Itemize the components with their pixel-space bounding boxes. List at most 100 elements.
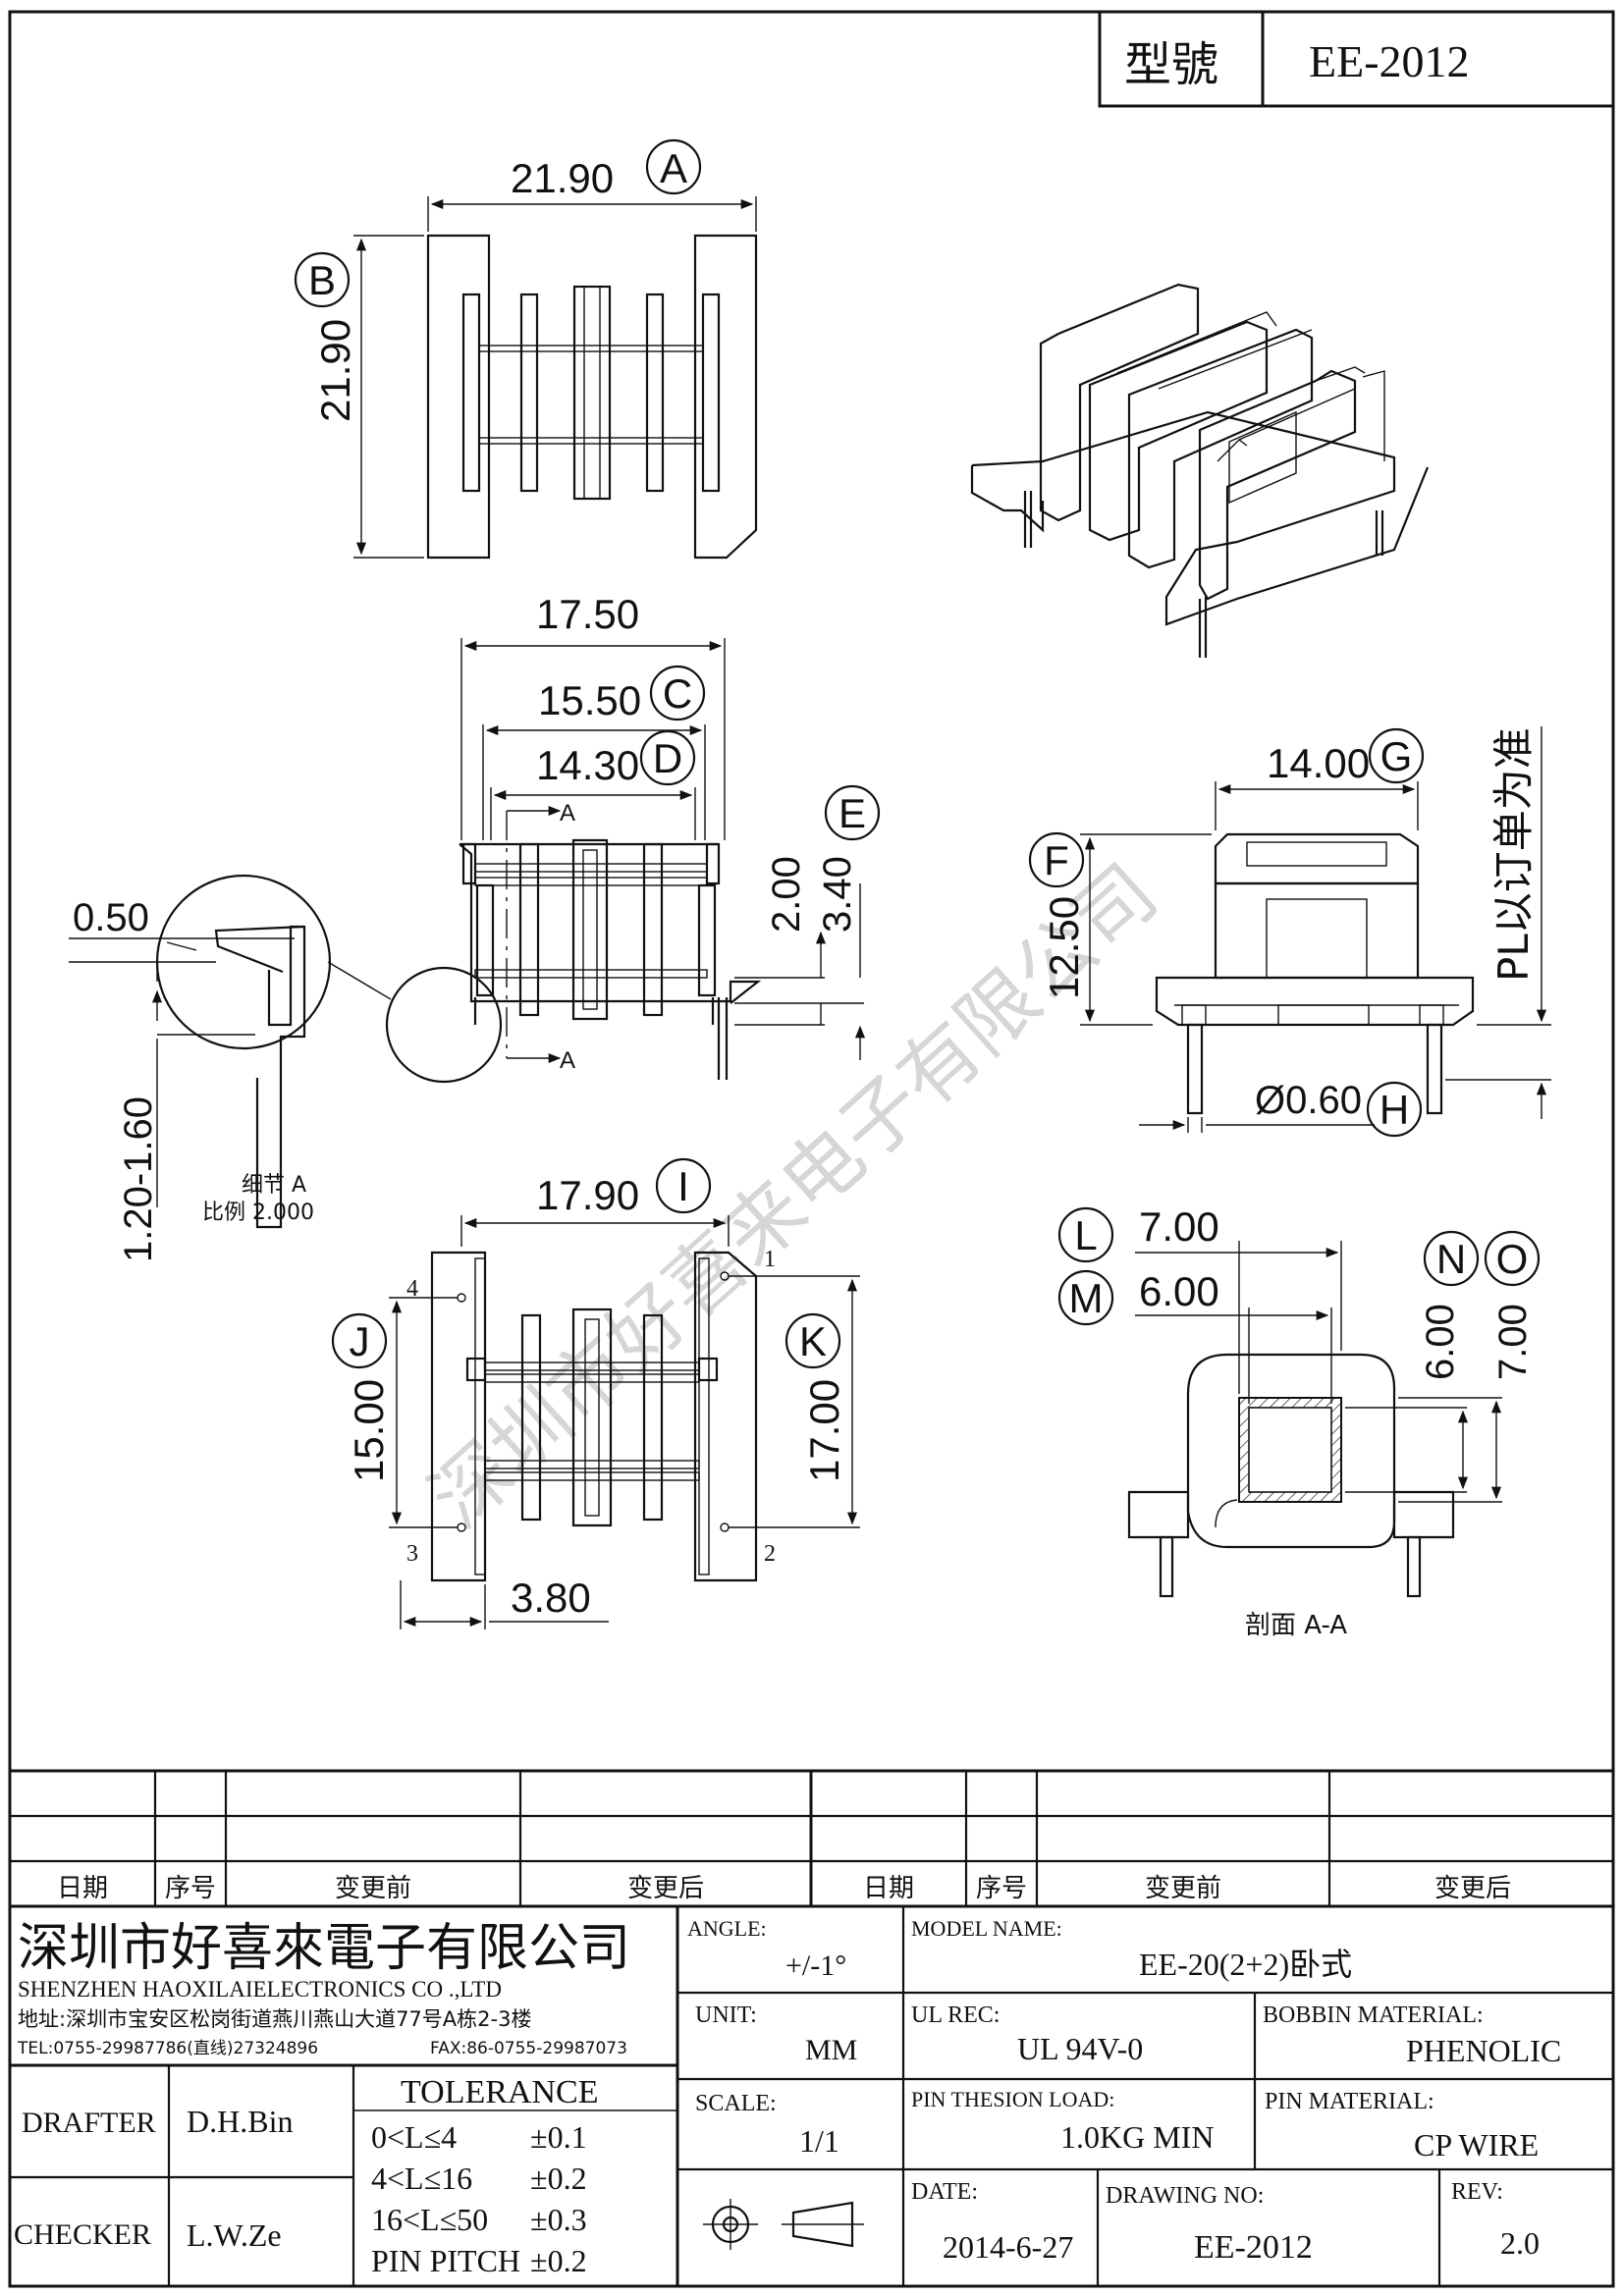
dim-e2-value: 3.40 xyxy=(816,856,859,933)
rev-header-seq-2: 序号 xyxy=(976,1874,1027,1903)
section-label: 剖面 A-A xyxy=(1245,1611,1347,1640)
rev-header-before: 变更前 xyxy=(335,1874,411,1903)
pin-material-label: PIN MATERIAL: xyxy=(1265,2089,1434,2114)
detail-scale: 比例 2.000 xyxy=(202,1201,314,1225)
tag-n: N xyxy=(1436,1236,1466,1282)
checker-label: CHECKER xyxy=(14,2218,151,2251)
dim-c-value: 15.50 xyxy=(538,677,641,723)
tol-value-2: ±0.3 xyxy=(530,2202,587,2237)
date-label: DATE: xyxy=(911,2179,978,2205)
dim-o-value: 7.00 xyxy=(1491,1304,1535,1380)
rev-header-date: 日期 xyxy=(57,1874,108,1903)
rev-header-seq: 序号 xyxy=(165,1874,216,1903)
tol-range-3: PIN PITCH xyxy=(371,2243,520,2278)
angle-value: +/-1° xyxy=(785,1949,846,1982)
tol-value-0: ±0.1 xyxy=(530,2119,587,2155)
dim-h-value: Ø0.60 xyxy=(1255,1079,1362,1122)
checker-value: L.W.Ze xyxy=(187,2217,282,2253)
tol-range-1: 4<L≤16 xyxy=(371,2161,472,2196)
tag-i: I xyxy=(677,1163,689,1209)
dim-i-value: 17.90 xyxy=(536,1172,639,1218)
tag-l: L xyxy=(1074,1212,1097,1258)
unit-value: MM xyxy=(805,2034,857,2066)
dim-b-value: 21.90 xyxy=(312,319,358,422)
tag-f: F xyxy=(1044,837,1069,883)
dim-e1-value: 2.00 xyxy=(765,856,808,933)
pin-material-value: CP WIRE xyxy=(1414,2127,1539,2163)
ul-rec-label: UL REC: xyxy=(911,2002,1000,2028)
dim-overall-value: 17.50 xyxy=(536,591,639,637)
bobbin-material-label: BOBBIN MATERIAL: xyxy=(1263,2002,1484,2028)
unit-label: UNIT: xyxy=(695,2002,757,2028)
dim-a-value: 21.90 xyxy=(511,155,614,201)
dim-k-value: 17.00 xyxy=(801,1379,847,1482)
scale-value: 1/1 xyxy=(799,2123,839,2159)
tag-d: D xyxy=(653,735,682,781)
detail-a: 0.50 1.20-1.60 细节 A 比例 2.000 xyxy=(69,874,332,1262)
pin-3-label: 3 xyxy=(406,1541,418,1567)
dim-j-value: 15.00 xyxy=(346,1379,392,1482)
pin-load-value: 1.0KG MIN xyxy=(1060,2119,1214,2155)
dim-g-value: 14.00 xyxy=(1267,740,1370,786)
tag-a: A xyxy=(660,145,687,191)
bobbin-material-value: PHENOLIC xyxy=(1406,2033,1561,2068)
title-block: 深圳市好喜來電子有限公司 SHENZHEN HAOXILAIELECTRONIC… xyxy=(10,1906,1613,2286)
side-view: 14.00 G 12.50 F Ø0.60 H PL以订单为准 xyxy=(1028,726,1551,1138)
rev-header-date-2: 日期 xyxy=(863,1874,914,1903)
tag-m: M xyxy=(1069,1275,1104,1321)
scale-label: SCALE: xyxy=(695,2091,777,2116)
pin-4-label: 4 xyxy=(406,1276,418,1302)
section-mark-top: A xyxy=(560,800,575,827)
dim-l-value: 7.00 xyxy=(1139,1203,1219,1250)
company-name-en: SHENZHEN HAOXILAIELECTRONICS CO .,LTD xyxy=(18,1977,502,2002)
dim-f-value: 12.50 xyxy=(1041,896,1087,999)
drafter-label: DRAFTER xyxy=(22,2107,156,2139)
dim-pitch-value: 3.80 xyxy=(511,1575,591,1621)
tag-h: H xyxy=(1380,1087,1409,1133)
model-header: 型號 EE-2012 xyxy=(1098,10,1615,108)
tol-value-1: ±0.2 xyxy=(530,2161,587,2196)
tol-range-0: 0<L≤4 xyxy=(371,2119,457,2155)
tag-o: O xyxy=(1496,1236,1529,1282)
pin-2-label: 2 xyxy=(764,1541,776,1567)
model-name-label: MODEL NAME: xyxy=(911,1916,1062,1941)
tag-k: K xyxy=(799,1318,827,1364)
projection-symbol xyxy=(703,2199,864,2250)
rev-header-after-2: 变更后 xyxy=(1434,1874,1511,1903)
company-name-cn: 深圳市好喜來電子有限公司 xyxy=(18,1919,630,1978)
tag-e: E xyxy=(839,790,866,836)
bottom-view: 17.90 I 15.00 J 4 3 17.00 K 1 2 3.80 xyxy=(331,1157,860,1629)
rev-header-after: 变更后 xyxy=(627,1874,704,1903)
company-tel: TEL:0755-29987786(直线)27324896 xyxy=(17,2039,318,2058)
detail-label: 细节 A xyxy=(242,1173,306,1198)
tag-j: J xyxy=(350,1318,370,1364)
date-value: 2014-6-27 xyxy=(943,2229,1073,2265)
drawing-no-value: EE-2012 xyxy=(1194,2229,1313,2266)
isometric-view xyxy=(970,283,1430,658)
front-view: 17.50 15.50 C 14.30 D A A 2.00 3.40 E xyxy=(327,591,881,1084)
rev-header-before-2: 变更前 xyxy=(1145,1874,1221,1903)
tol-range-2: 16<L≤50 xyxy=(371,2202,488,2237)
section-aa: 7.00 L 6.00 M 6.00 7.00 N O 剖面 A-A xyxy=(1057,1203,1541,1640)
dim-pin-value: 1.20-1.60 xyxy=(117,1096,160,1262)
dim-n-value: 6.00 xyxy=(1419,1304,1462,1380)
pl-note: PL以订单为准 xyxy=(1489,727,1538,982)
drawing-no-label: DRAWING NO: xyxy=(1106,2183,1264,2209)
pin-load-label: PIN THESION LOAD: xyxy=(911,2087,1114,2111)
rev-label: REV: xyxy=(1451,2179,1503,2205)
tolerance-title: TOLERANCE xyxy=(401,2074,598,2110)
ul-rec-value: UL 94V-0 xyxy=(1017,2031,1143,2066)
model-name-value: EE-20(2+2)卧式 xyxy=(1139,1947,1352,1982)
revision-table: 日期 序号 变更前 变更后 日期 序号 变更前 变更后 xyxy=(10,1769,1613,1908)
dim-d-value: 14.30 xyxy=(536,742,639,788)
angle-label: ANGLE: xyxy=(687,1916,767,1941)
sheet-border xyxy=(8,10,1615,2288)
drafter-value: D.H.Bin xyxy=(187,2104,293,2139)
tag-g: G xyxy=(1380,733,1413,779)
top-view: 21.90 A 21.90 B xyxy=(294,138,758,560)
rev-value: 2.0 xyxy=(1500,2225,1540,2261)
section-mark-bottom: A xyxy=(560,1047,575,1074)
company-address: 地址:深圳市宝安区松岗街道燕川燕山大道77号A栋2-3楼 xyxy=(18,2007,531,2031)
tag-b: B xyxy=(308,257,336,303)
